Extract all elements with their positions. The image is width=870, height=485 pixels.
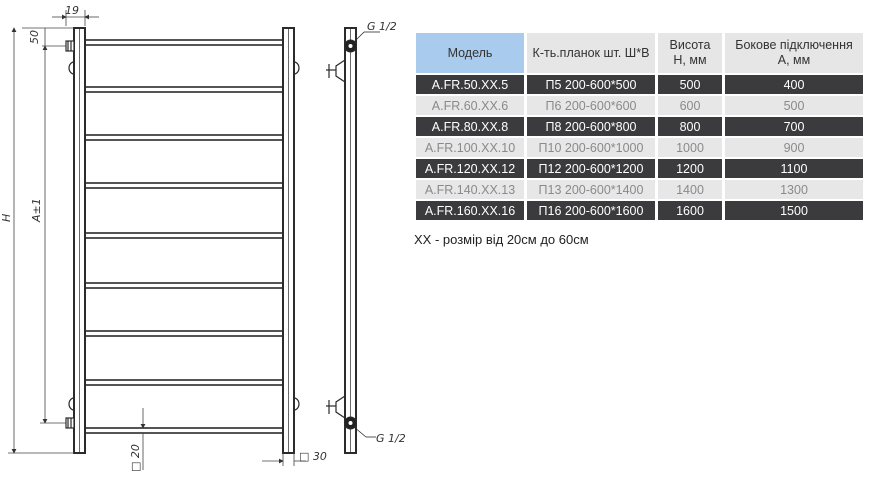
cell-side: 1500 (725, 201, 863, 220)
connection-fittings (65, 40, 75, 429)
cell-height: 1400 (658, 180, 722, 199)
dim-a-label: A±1 (30, 198, 43, 223)
dim-h-label: H (0, 214, 13, 222)
cell-bars: П16 200-600*1600 (527, 201, 655, 220)
cell-bars: П13 200-600*1400 (527, 180, 655, 199)
header-height: Висота Н, мм (658, 33, 722, 73)
cell-height: 800 (658, 117, 722, 136)
cell-bars: П10 200-600*1000 (527, 138, 655, 157)
dim-30-label: □ 30 (299, 450, 327, 463)
cell-model: A.FR.60.XX.6 (416, 96, 524, 115)
cell-model: A.FR.160.XX.16 (416, 201, 524, 220)
dim-20-label: □ 20 (129, 444, 142, 472)
cell-bars: П12 200-600*1200 (527, 159, 655, 178)
header-side-connection: Бокове підключення А, мм (725, 33, 863, 73)
header-model: Модель (416, 33, 524, 73)
cell-side: 900 (725, 138, 863, 157)
wall-brackets (68, 61, 300, 411)
cell-model: A.FR.140.XX.13 (416, 180, 524, 199)
size-note: XX - розмір від 20см до 60см (414, 232, 589, 247)
table-header-row: Модель К-ть.планок шт. Ш*В Висота Н, мм … (416, 33, 863, 73)
spec-table: Модель К-ть.планок шт. Ш*В Висота Н, мм … (413, 31, 866, 222)
towel-rail-drawing: 19 50 H A±1 □ 20 □ 30 G 1/2 G 1/2 (0, 4, 406, 472)
cell-bars: П5 200-600*500 (527, 75, 655, 94)
side-view (326, 27, 380, 454)
side-brackets (326, 59, 346, 419)
header-bars: К-ть.планок шт. Ш*В (527, 33, 655, 73)
cell-model: A.FR.120.XX.12 (416, 159, 524, 178)
cell-height: 1200 (658, 159, 722, 178)
dim-50-label: 50 (28, 30, 41, 44)
cell-model: A.FR.50.XX.5 (416, 75, 524, 94)
cell-side: 400 (725, 75, 863, 94)
thread-top-label: G 1/2 (367, 20, 397, 33)
cell-side: 1300 (725, 180, 863, 199)
cell-side: 700 (725, 117, 863, 136)
crossbars (84, 39, 284, 434)
cell-bars: П8 200-600*800 (527, 117, 655, 136)
cell-height: 1600 (658, 201, 722, 220)
cell-model: A.FR.100.XX.10 (416, 138, 524, 157)
front-view (65, 27, 300, 454)
front-dimensions (8, 10, 306, 470)
thread-bottom-label: G 1/2 (376, 432, 406, 445)
cell-side: 1100 (725, 159, 863, 178)
cell-height: 1000 (658, 138, 722, 157)
dim-19-label: 19 (65, 4, 79, 17)
cell-bars: П6 200-600*600 (527, 96, 655, 115)
cell-height: 600 (658, 96, 722, 115)
cell-height: 500 (658, 75, 722, 94)
cell-side: 500 (725, 96, 863, 115)
cell-model: A.FR.80.XX.8 (416, 117, 524, 136)
